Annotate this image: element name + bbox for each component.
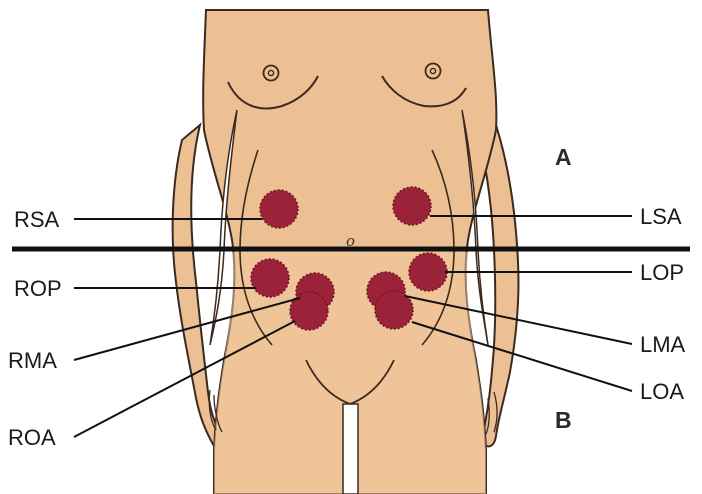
label-loa: LOA — [640, 379, 684, 404]
section-label-b: B — [555, 407, 572, 433]
torso-figure — [173, 10, 519, 494]
spot-rsa — [260, 190, 298, 228]
spot-rop — [251, 259, 289, 297]
label-rsa: RSA — [14, 207, 60, 232]
spot-lsa — [393, 187, 431, 225]
label-lop: LOP — [640, 260, 684, 285]
spot-roa — [290, 292, 328, 330]
leg-gap — [343, 404, 358, 494]
navel-mark: o — [346, 232, 355, 250]
label-lma: LMA — [640, 332, 686, 357]
label-roa: ROA — [8, 425, 56, 450]
label-rop: ROP — [14, 276, 62, 301]
spot-lop — [409, 253, 447, 291]
label-rma: RMA — [8, 348, 57, 373]
label-lsa: LSA — [640, 204, 682, 229]
section-label-a: A — [555, 144, 572, 170]
